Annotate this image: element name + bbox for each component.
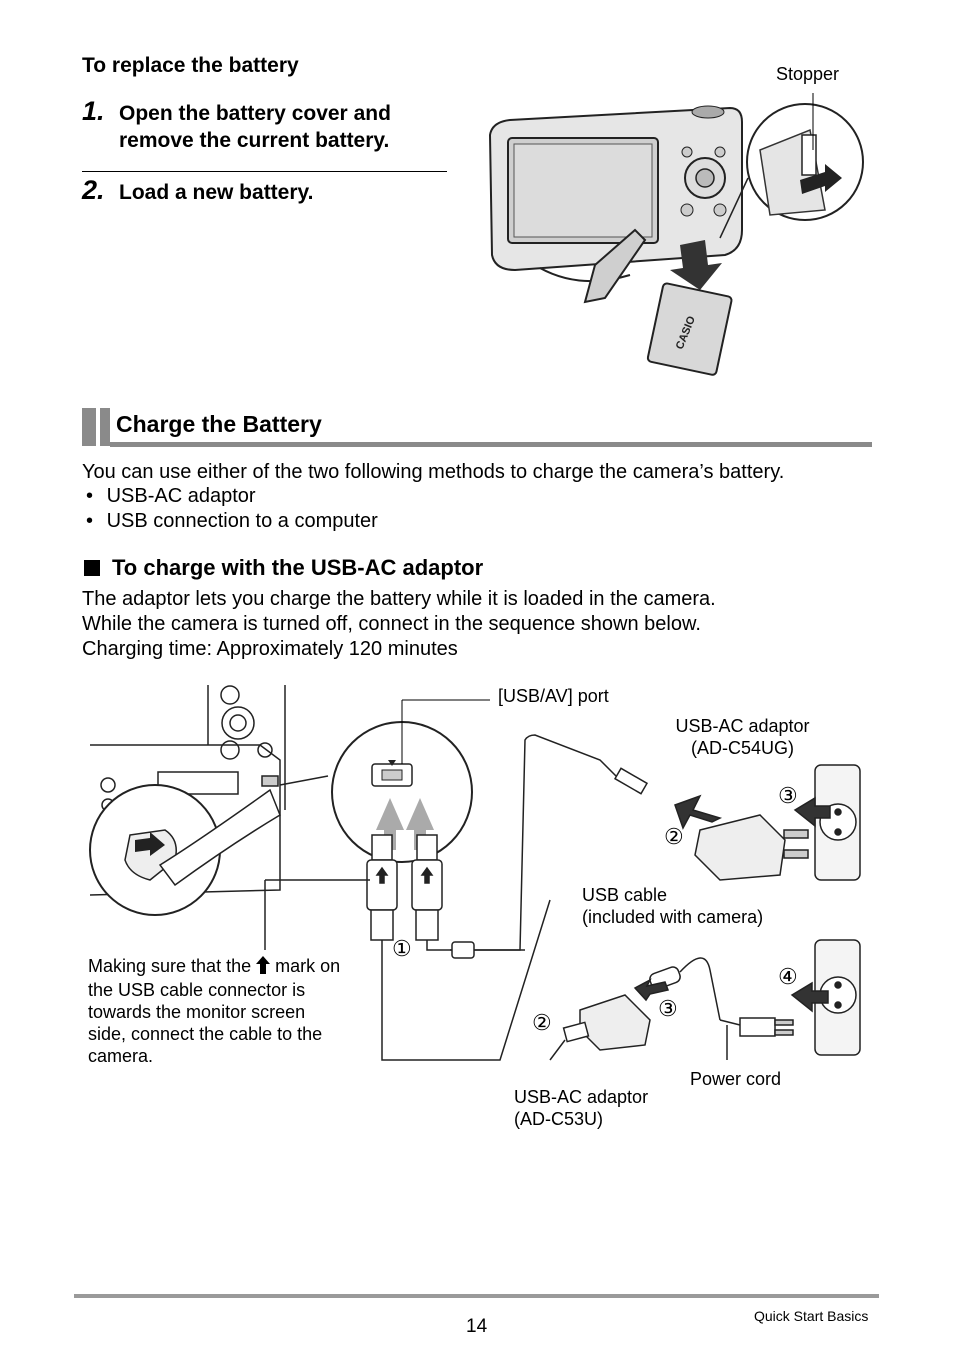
bullet-item: • USB-AC adaptor (86, 484, 378, 509)
charge-intro: You can use either of the two following … (82, 461, 785, 483)
adaptor-c53u-name: USB-AC adaptor (514, 1087, 649, 1107)
usb-cable-note: (included with camera) (582, 907, 764, 927)
cable-lines (264, 734, 621, 1061)
stopper-label: Stopper (776, 64, 840, 84)
replace-battery-heading: To replace the battery (82, 54, 299, 77)
note-line-1-b: mark on (275, 956, 341, 976)
note-line-1: Making sure that the mark on (88, 955, 373, 979)
step-divider (82, 171, 447, 172)
note-line-3: towards the monitor screen (88, 1002, 306, 1022)
bullet-text: USB-AC adaptor (106, 485, 256, 507)
bullet-text: USB connection to a computer (106, 510, 378, 532)
power-cord-label: Power cord (690, 1069, 782, 1089)
adaptor-c53u-model: (AD-C53U) (514, 1109, 604, 1129)
footer-section: Quick Start Basics (754, 1308, 869, 1324)
usb-av-port-label: [USB/AV] port (498, 686, 609, 706)
step-1: 1. (82, 96, 105, 127)
adaptor-c53u-label: USB-AC adaptor (AD-C53U) (514, 1086, 648, 1130)
note-line-5: camera. (88, 1046, 154, 1066)
bullet-glyph: • (86, 485, 94, 507)
note-line-4: side, connect the cable to the (88, 1024, 323, 1044)
black-square-icon (84, 560, 100, 576)
adaptor-c54ug-name: USB-AC adaptor (675, 716, 810, 736)
step-marker-3: ③ (778, 783, 798, 808)
sub-heading: To charge with the USB-AC adaptor (112, 555, 484, 580)
cover-open-inset (89, 784, 281, 916)
step-marker-1: ① (392, 936, 412, 961)
battery-replace-illustration: CASIO (488, 93, 864, 376)
step-marker-3b: ③ (658, 996, 678, 1021)
step-marker-4: ④ (778, 964, 798, 989)
adaptor-c53u (549, 957, 794, 1061)
note-line-2: the USB cable connector is (88, 980, 306, 1000)
camera-back-illustration (488, 105, 743, 304)
paragraph-line-1: The adaptor lets you charge the battery … (82, 588, 716, 610)
bullet-item: • USB connection to a computer (86, 509, 378, 534)
stopper-inset (719, 93, 864, 239)
camera-side-illustration (89, 685, 286, 896)
paragraph-line-3: Charging time: Approximately 120 minutes (82, 638, 458, 660)
wall-outlet-2 (790, 939, 861, 1056)
section-title: Charge the Battery (116, 411, 322, 437)
charging-diagram (89, 685, 861, 1061)
port-inset (279, 699, 490, 863)
insert-arrow (670, 240, 722, 290)
usb-cable-connectors (366, 834, 443, 941)
up-arrow-icon (256, 956, 271, 979)
step-1-line-1: Open the battery cover and (119, 102, 391, 125)
adaptor-c54ug-label: USB-AC adaptor (AD-C54UG) (660, 715, 825, 759)
page-number: 14 (466, 1316, 488, 1337)
battery-illustration: CASIO (646, 282, 733, 376)
section-bar-block-1 (82, 408, 96, 446)
section-bar-block-2 (100, 408, 110, 446)
section-header: Charge the Battery (82, 408, 872, 448)
step-2-text: Load a new battery. (119, 181, 314, 204)
paragraph-line-2: While the camera is turned off, connect … (82, 613, 701, 635)
connection-note: Making sure that the mark on the USB cab… (88, 955, 373, 1067)
wall-outlet-1 (793, 764, 861, 881)
adaptor-c54ug-model: (AD-C54UG) (690, 738, 794, 758)
usb-cable-name: USB cable (582, 885, 668, 905)
step-1-number: 1. (82, 96, 105, 126)
usb-cable-label: USB cable (included with camera) (582, 884, 763, 928)
section-bar-underline (110, 442, 872, 447)
step-marker-2b: ② (532, 1010, 552, 1035)
step-2-number: 2. (82, 175, 105, 205)
step-1-line-2: remove the current battery. (119, 129, 390, 152)
step-2: 2. (82, 175, 105, 206)
charge-paragraph: The adaptor lets you charge the battery … (82, 587, 902, 662)
step-marker-2: ② (664, 824, 684, 849)
bullet-list: • USB-AC adaptor • USB connection to a c… (86, 484, 378, 534)
bullet-glyph: • (86, 510, 94, 532)
note-line-1-a: Making sure that the (88, 956, 252, 976)
footer-rule (74, 1294, 879, 1298)
adaptor-c54ug (613, 767, 809, 881)
step-1-text: Open the battery cover and remove the cu… (119, 100, 391, 154)
